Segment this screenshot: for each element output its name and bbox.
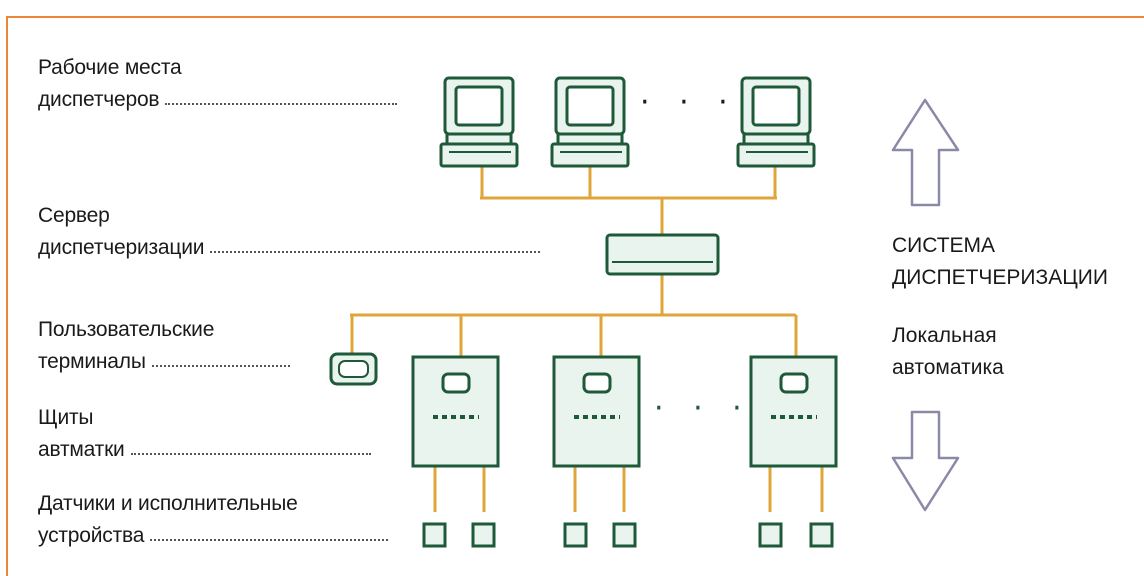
label-panels-line1: Щиты [38,406,94,429]
label-server-line1: Сервер [38,204,110,227]
arrow-up-icon [891,98,960,207]
wiring [350,166,824,512]
label-system: СИСТЕМА ДИСПЕТЧЕРИЗАЦИИ [892,230,1108,294]
label-server: Сервер диспетчеризации [38,200,541,264]
label-terminals-line1: Пользовательские [38,318,215,341]
arrow-down-icon [891,410,960,512]
label-server-line2: диспетчеризации [38,236,205,259]
label-sensors: Датчики и исполнительные устройства [38,488,389,552]
sensor-icon [758,522,783,548]
leader-dots [165,103,398,106]
label-system-line1: СИСТЕМА [892,234,996,257]
panel-icon [749,355,838,468]
panel-icon [552,355,641,468]
label-local-line1: Локальная [892,324,997,347]
sensor-icon [471,522,496,548]
server-icon [605,233,720,276]
label-terminals: Пользовательские терминалы [38,314,290,378]
label-workplaces-line1: Рабочие места [38,56,182,79]
sensor-icon [809,522,834,548]
label-system-line2: ДИСПЕТЧЕРИЗАЦИИ [892,266,1108,289]
computer-icon [736,76,816,168]
sensor-icon [563,522,588,548]
leader-dots [150,539,389,542]
sensor-icon [612,522,637,548]
label-panels-line2-row: автматки [38,434,371,466]
label-sensors-line2-row: устройства [38,520,389,552]
label-workplaces-line2-row: диспетчеров [38,84,398,116]
label-terminals-line2-row: терминалы [38,346,290,378]
diagram-frame [6,16,1144,576]
label-panels: Щиты автматки [38,402,371,466]
ellipsis-pcs: · · · [640,85,738,120]
leader-dots [130,453,371,456]
label-local-line2: автоматика [892,356,1004,379]
computer-icon [550,76,630,168]
label-sensors-line1: Датчики и исполнительные [38,492,298,515]
panel-icon [411,355,500,468]
label-local: Локальная автоматика [892,320,1004,384]
terminal-icon [329,352,378,386]
sensor-icon [422,522,447,548]
label-workplaces-line2: диспетчеров [38,88,160,111]
sensors [422,522,834,548]
ellipsis-panels: · · · [654,391,752,426]
label-sensors-line2: устройства [38,524,145,547]
leader-dots [151,365,290,368]
leader-dots [210,251,541,254]
label-terminals-line2: терминалы [38,350,146,373]
label-panels-line2: автматки [38,438,125,461]
label-workplaces: Рабочие места диспетчеров [38,52,398,116]
computer-icon [439,76,519,168]
label-server-line2-row: диспетчеризации [38,232,541,264]
